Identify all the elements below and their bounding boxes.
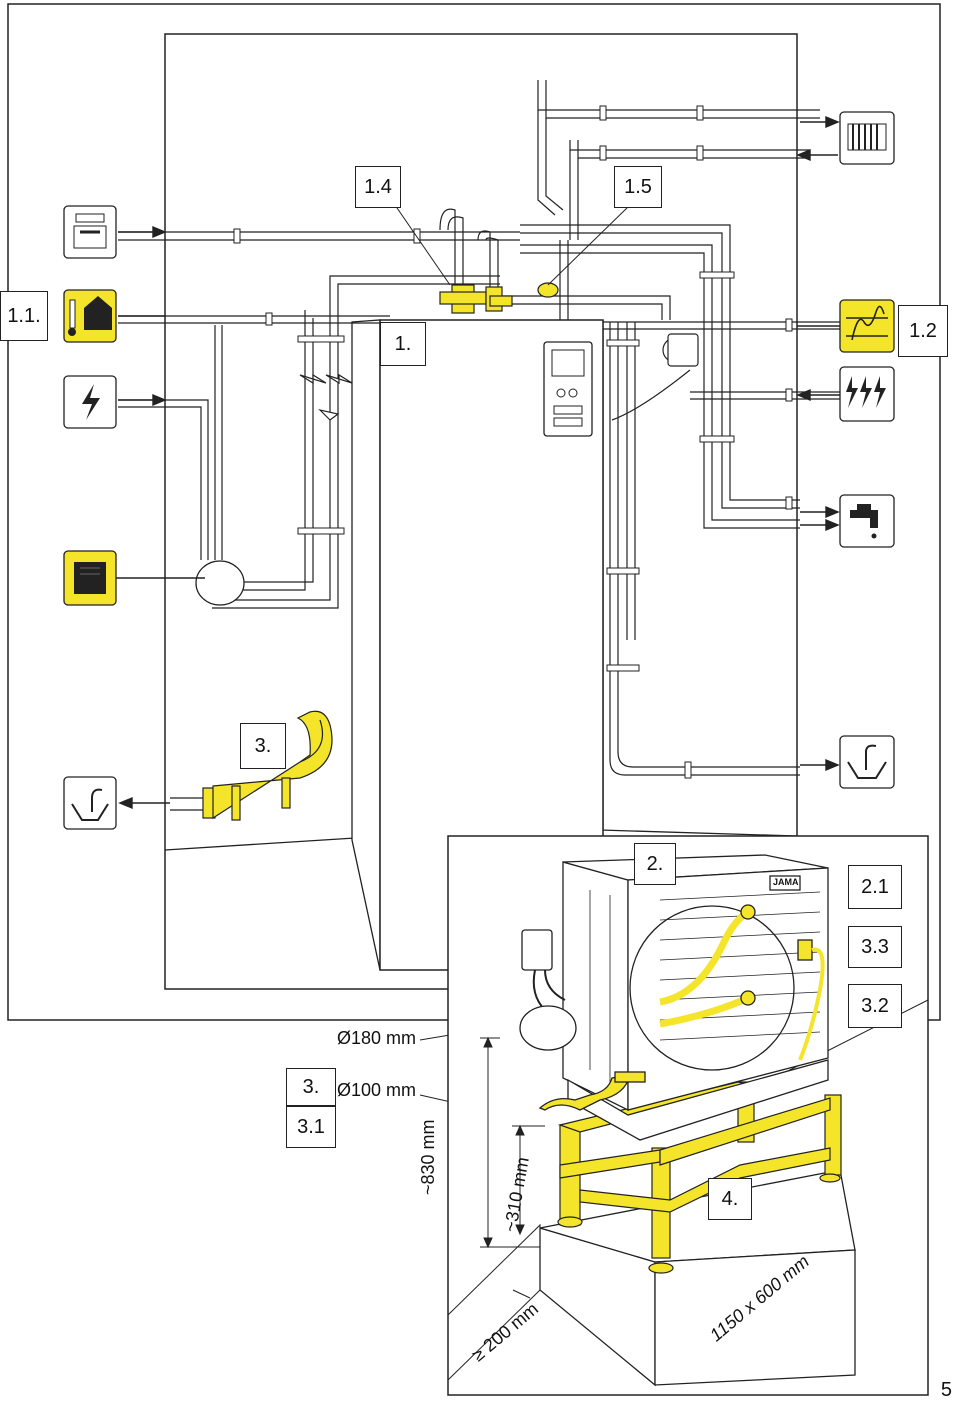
dimension-height-830: ~830 mm	[418, 1119, 438, 1195]
drain-right-icon	[839, 735, 895, 789]
pipework	[118, 80, 840, 776]
label-3-1: 3.1	[286, 1106, 336, 1148]
highlighted-valves	[439, 282, 559, 314]
outdoor-heat-pump	[519, 854, 829, 1141]
brand-plate	[769, 875, 801, 891]
label-1-4: 1.4	[355, 166, 401, 208]
brand-logo: JAMA	[773, 877, 799, 887]
dimension-100: Ø100 mm	[337, 1080, 417, 1100]
drain-hose	[170, 710, 333, 821]
label-3-3: 3.3	[848, 926, 902, 968]
left-icons	[63, 205, 117, 830]
dimension-lines	[480, 1036, 545, 1299]
dimension-180: Ø180 mm	[337, 1028, 417, 1048]
label-1: 1.	[380, 322, 426, 366]
outdoor-unit-icon	[63, 550, 117, 606]
label-2: 2.	[634, 843, 676, 885]
connection-arrows	[115, 115, 840, 810]
radiator-icon	[839, 111, 895, 165]
pipe-clips	[233, 105, 793, 779]
label-3-b: 3.	[286, 1068, 336, 1106]
label-1-5: 1.5	[614, 166, 662, 208]
floor-heating-icon	[839, 299, 895, 353]
expansion-vessel	[195, 560, 245, 606]
label-1-1: 1.1.	[0, 291, 48, 341]
label-2-1: 2.1	[848, 865, 902, 909]
label-3-2: 3.2	[848, 984, 902, 1028]
right-icons	[839, 111, 895, 789]
label-3: 3.	[240, 723, 286, 769]
tap-water-icon	[839, 494, 895, 548]
house-thermometer-icon	[63, 289, 117, 343]
electric-heater-icon	[839, 366, 895, 422]
label-1-2: 1.2	[898, 305, 948, 357]
label-4: 4.	[708, 1178, 752, 1220]
page-number: 5	[940, 1379, 952, 1401]
buffer-tank-icon	[63, 205, 117, 259]
drain-icon	[63, 776, 117, 830]
valves	[299, 333, 699, 421]
electric-supply-icon	[63, 375, 117, 429]
concrete-base	[539, 1169, 856, 1387]
